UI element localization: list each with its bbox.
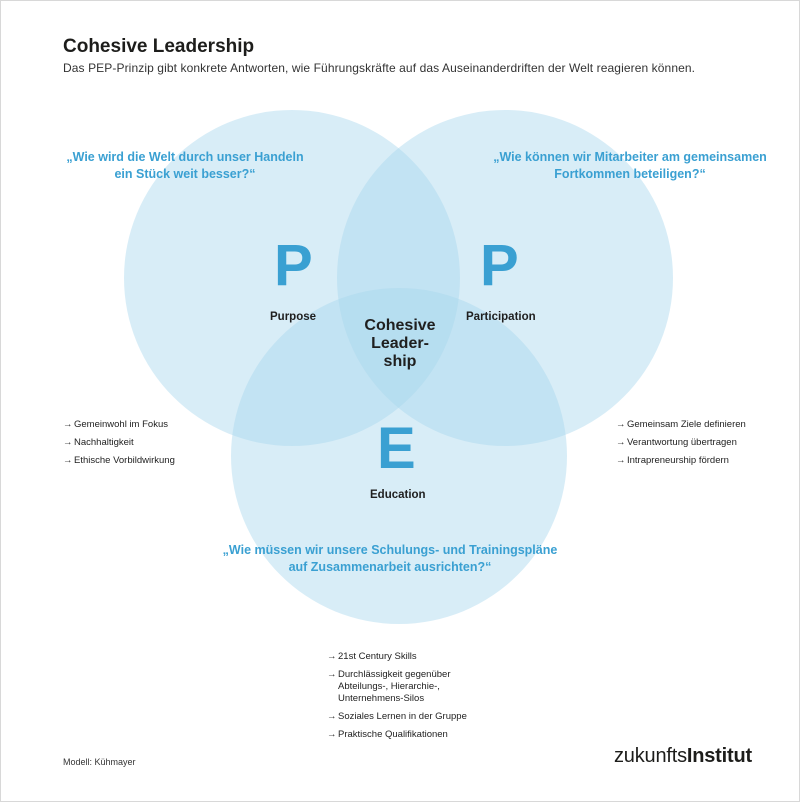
- list-item-text-line3: Unternehmens-Silos: [338, 693, 425, 704]
- model-credit: Modell: Kühmayer: [63, 757, 136, 767]
- participation-question-line2: Fortkommen beteiligen?“: [554, 167, 706, 181]
- participation-list: →Gemeinsam Ziele definieren →Verantwortu…: [616, 419, 746, 473]
- participation-question-line1: „Wie können wir Mitarbeiter am gemeinsam…: [493, 150, 767, 164]
- arrow-right-icon: →: [327, 729, 337, 740]
- education-question: „Wie müssen wir unsere Schulungs- und Tr…: [200, 542, 580, 576]
- list-item-text-line1: Durchlässigkeit gegenüber: [338, 669, 451, 680]
- center-label-line1: Cohesive: [364, 317, 436, 334]
- list-item-text: Verantwortung übertragen: [627, 437, 737, 448]
- page-title: Cohesive Leadership: [63, 36, 255, 57]
- center-label-line3: ship: [383, 353, 417, 370]
- arrow-right-icon: →: [616, 419, 626, 430]
- list-item-text: Praktische Qualifikationen: [338, 729, 448, 740]
- purpose-label: Purpose: [270, 311, 317, 323]
- list-item-text: Gemeinwohl im Fokus: [74, 419, 168, 430]
- education-circle: [231, 288, 567, 624]
- arrow-right-icon: →: [63, 455, 73, 466]
- logo-light-text: zukunfts: [614, 745, 687, 767]
- arrow-right-icon: →: [63, 437, 73, 448]
- education-question-line2: auf Zusammenarbeit ausrichten?“: [288, 560, 492, 574]
- education-question-line1: „Wie müssen wir unsere Schulungs- und Tr…: [222, 543, 558, 557]
- logo-bold-text: Institut: [686, 745, 752, 767]
- purpose-question-line2: ein Stück weit besser?“: [114, 167, 256, 181]
- purpose-question-line1: „Wie wird die Welt durch unser Handeln: [66, 150, 304, 164]
- participation-label: Participation: [466, 311, 536, 323]
- arrow-right-icon: →: [327, 711, 337, 722]
- list-item: →Soziales Lernen in der Gruppe: [327, 711, 517, 723]
- list-item-text: Soziales Lernen in der Gruppe: [338, 711, 467, 722]
- list-item: →Gemeinsam Ziele definieren: [616, 419, 746, 431]
- zukunftsinstitut-logo: zukunftsInstitut: [614, 745, 752, 768]
- participation-letter: P: [480, 233, 519, 298]
- participation-circle: [337, 110, 673, 446]
- list-item: →Intrapreneurship fördern: [616, 455, 746, 467]
- list-item: →Verantwortung übertragen: [616, 437, 746, 449]
- list-item-text: Intrapreneurship fördern: [627, 455, 729, 466]
- list-item: →Ethische Vorbildwirkung: [63, 455, 175, 467]
- list-item-text: Gemeinsam Ziele definieren: [627, 419, 746, 430]
- arrow-right-icon: →: [616, 455, 626, 466]
- list-item: →Praktische Qualifikationen: [327, 729, 517, 741]
- arrow-right-icon: →: [327, 669, 337, 680]
- purpose-list: →Gemeinwohl im Fokus →Nachhaltigkeit →Et…: [63, 419, 175, 473]
- list-item-text-line2: Abteilungs-, Hierarchie-,: [338, 681, 440, 692]
- purpose-question: „Wie wird die Welt durch unser Handeln e…: [55, 149, 315, 183]
- arrow-right-icon: →: [616, 437, 626, 448]
- education-list: →21st Century Skills →Durchlässigkeit ge…: [327, 651, 517, 747]
- center-label: Cohesive Leader- ship: [340, 317, 460, 371]
- center-label-line2: Leader-: [371, 335, 429, 352]
- page-subtitle: Das PEP-Prinzip gibt konkrete Antworten,…: [63, 61, 696, 75]
- arrow-right-icon: →: [63, 419, 73, 430]
- list-item-text: Ethische Vorbildwirkung: [74, 455, 175, 466]
- education-letter: E: [377, 416, 416, 481]
- list-item-text: Nachhaltigkeit: [74, 437, 134, 448]
- list-item-text: 21st Century Skills: [338, 651, 417, 662]
- list-item: →Nachhaltigkeit: [63, 437, 175, 449]
- participation-question: „Wie können wir Mitarbeiter am gemeinsam…: [480, 149, 780, 183]
- arrow-right-icon: →: [327, 651, 337, 662]
- list-item: →Gemeinwohl im Fokus: [63, 419, 175, 431]
- purpose-circle: [124, 110, 460, 446]
- purpose-letter: P: [274, 233, 313, 298]
- education-label: Education: [370, 489, 426, 501]
- list-item: →21st Century Skills: [327, 651, 517, 663]
